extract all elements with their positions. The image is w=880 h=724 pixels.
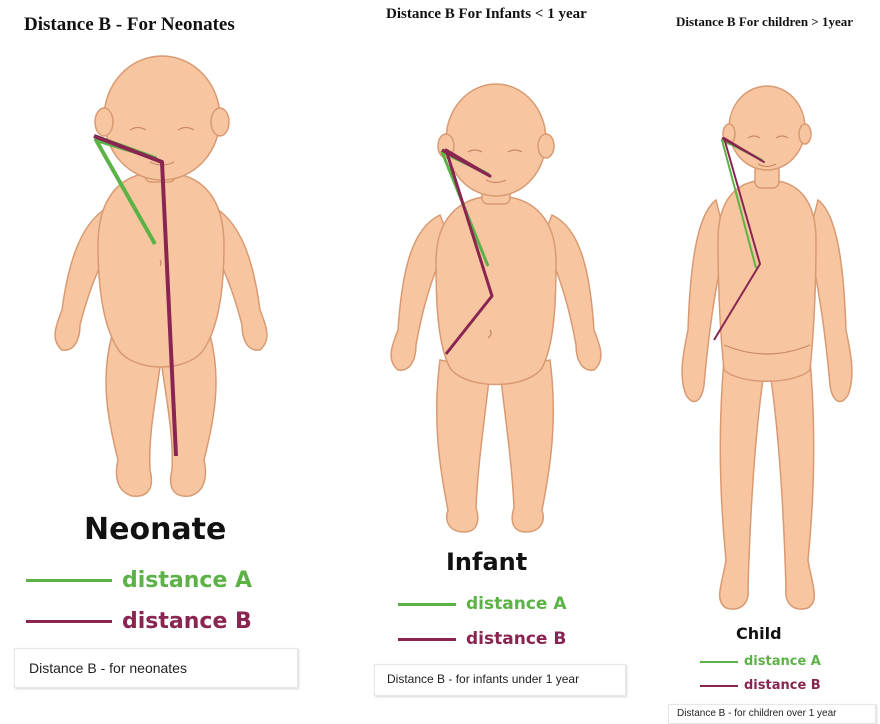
neonate-legend-a-swatch xyxy=(26,579,112,582)
infant-legend-b-label: distance B xyxy=(466,629,566,649)
child-legend-b-label: distance B xyxy=(744,678,821,693)
neonate-figure xyxy=(0,0,300,520)
neonate-panel: Distance B - For Neonates N xyxy=(0,0,300,724)
child-legend-a: distance A xyxy=(700,654,821,669)
infant-figure-label: Infant xyxy=(446,548,527,576)
child-legend-b: distance B xyxy=(700,678,821,693)
infant-legend-a-label: distance A xyxy=(466,594,567,614)
infant-panel: Distance B For Infants < 1 year Infant xyxy=(300,0,630,724)
child-legend-a-swatch xyxy=(700,661,738,663)
neonate-body xyxy=(55,56,267,496)
infant-figure xyxy=(300,0,630,540)
infant-legend-a-swatch xyxy=(398,603,456,606)
neonate-legend-b-label: distance B xyxy=(122,609,252,634)
child-panel: Distance B For children > 1year Child xyxy=(630,0,880,724)
neonate-caption: Distance B - for neonates xyxy=(14,648,298,688)
neonate-legend-a: distance A xyxy=(26,568,252,593)
child-figure-label: Child xyxy=(736,624,782,643)
neonate-legend-b-swatch xyxy=(26,620,112,623)
neonate-legend-a-label: distance A xyxy=(122,568,252,593)
child-figure xyxy=(630,0,880,620)
infant-legend-a: distance A xyxy=(398,594,567,614)
child-legend-a-label: distance A xyxy=(744,654,821,669)
infant-body xyxy=(391,84,601,532)
neonate-legend-b: distance B xyxy=(26,609,252,634)
infant-legend-b: distance B xyxy=(398,629,566,649)
infant-legend-b-swatch xyxy=(398,638,456,641)
child-caption: Distance B - for children over 1 year xyxy=(668,704,876,724)
child-body xyxy=(682,86,852,609)
infant-caption: Distance B - for infants under 1 year xyxy=(374,664,626,696)
neonate-figure-label: Neonate xyxy=(84,512,226,547)
child-legend-b-swatch xyxy=(700,685,738,687)
